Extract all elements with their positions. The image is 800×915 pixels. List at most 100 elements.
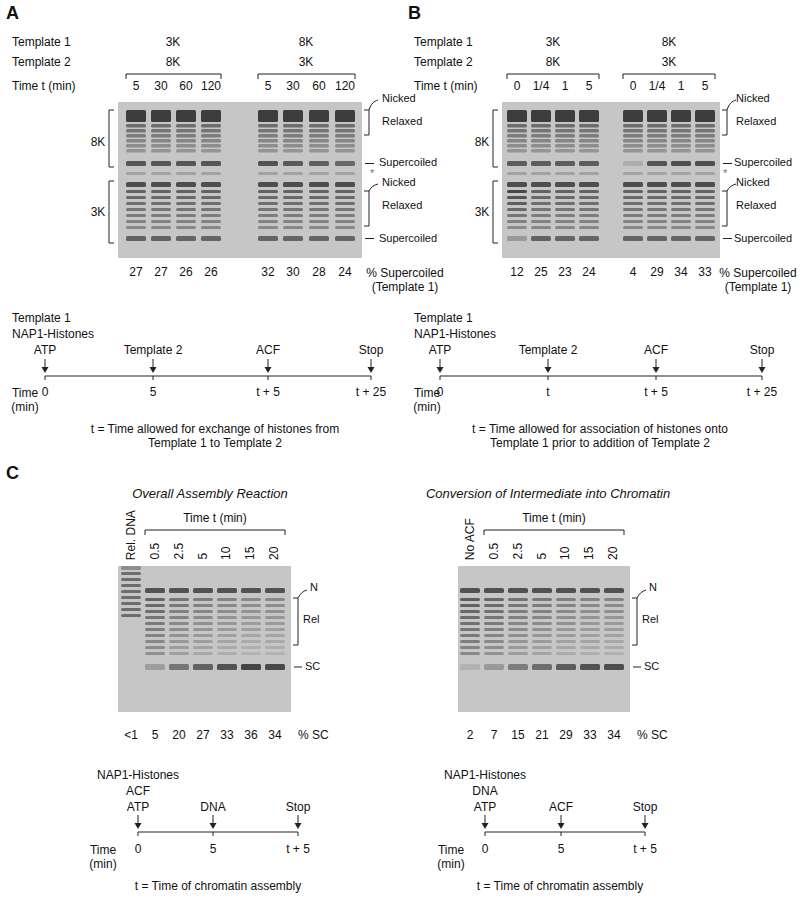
percent-value: 21 <box>535 728 548 742</box>
gel-band <box>604 622 624 625</box>
timeline-note: t = Time allowed for association of hist… <box>466 422 734 451</box>
gel-band <box>258 124 278 128</box>
gel-band <box>309 129 329 133</box>
gel-band <box>217 588 237 593</box>
gel-band <box>507 202 527 205</box>
lane-time: 2.5 <box>172 543 186 560</box>
gel-band <box>151 196 171 199</box>
gel-band <box>460 640 480 643</box>
gel-band <box>671 190 691 193</box>
band-hook <box>298 590 307 598</box>
gel-band <box>335 202 355 205</box>
gel-band <box>258 182 278 187</box>
gel-band <box>201 129 221 133</box>
gel-band <box>604 628 624 631</box>
lane-time: 5 <box>265 79 272 93</box>
gel-band <box>151 134 171 138</box>
gel-band <box>335 144 355 148</box>
gel-band <box>265 652 285 655</box>
band-label: N <box>649 581 657 594</box>
gel-band <box>126 208 146 211</box>
gel-band <box>695 202 715 205</box>
gel-band <box>265 646 285 649</box>
group-bracket <box>507 74 599 79</box>
gel-band <box>508 598 528 601</box>
axis-tick-label: t + 25 <box>356 385 386 399</box>
axis-tick <box>485 832 486 836</box>
row-label: Template 2 <box>414 55 473 69</box>
gel-band <box>623 110 643 122</box>
gel-band <box>217 604 237 607</box>
gel-band <box>309 214 329 217</box>
gel-band <box>695 196 715 199</box>
gel-band <box>201 236 221 241</box>
percent-caption: % SC <box>298 728 329 742</box>
gel-band <box>647 124 667 128</box>
gel-band <box>145 622 165 625</box>
gel-band <box>145 588 165 593</box>
gel-band <box>623 124 643 128</box>
band-hook <box>369 100 378 110</box>
gel-band <box>508 640 528 643</box>
gel-band <box>579 190 599 193</box>
gel-band <box>121 614 141 617</box>
gel-band <box>241 640 261 643</box>
timeline-label: ATP <box>127 800 149 814</box>
gel-band <box>176 236 196 241</box>
gel-band <box>176 110 196 122</box>
gel-band <box>309 161 329 166</box>
timeline-label: NAP1-Histones <box>414 327 496 341</box>
gel-band <box>335 139 355 143</box>
gel-band <box>241 628 261 631</box>
gel-band <box>507 110 527 122</box>
band-label: Nicked <box>736 92 770 105</box>
band-bracket <box>722 110 727 135</box>
timeline-arrowhead <box>653 367 660 373</box>
gel-band <box>531 139 551 143</box>
gel-band <box>176 124 196 128</box>
gel-band <box>671 236 691 241</box>
gel-band <box>217 616 237 619</box>
gel-band <box>193 640 213 643</box>
lane-time: 5 <box>586 79 593 93</box>
percent-value: 4 <box>630 265 637 279</box>
gel-band <box>335 182 355 187</box>
gel-band <box>309 172 329 175</box>
gel-band <box>532 610 552 613</box>
axis-tick <box>371 376 372 380</box>
gel-band <box>580 628 600 631</box>
gel-band <box>201 144 221 148</box>
gel-band <box>555 214 575 217</box>
gel-band <box>484 616 504 619</box>
lane-time: 60 <box>179 79 192 93</box>
timeline-arrowhead <box>545 367 552 373</box>
gel-band <box>176 226 196 229</box>
gel-band <box>531 182 551 187</box>
gel-band <box>241 588 261 593</box>
gel-band <box>335 129 355 133</box>
gel-band <box>169 664 189 670</box>
timeline-label: ACF <box>256 343 280 357</box>
gel-band <box>151 144 171 148</box>
gel-band <box>531 214 551 217</box>
gel-band <box>695 236 715 241</box>
gel-band <box>671 182 691 187</box>
gel-band <box>309 208 329 211</box>
gel-band <box>507 236 527 241</box>
band-dash <box>365 238 374 239</box>
gel-band <box>604 646 624 649</box>
gel-band <box>531 220 551 223</box>
gel-band <box>484 652 504 655</box>
gel-image <box>458 566 630 712</box>
band-label: SC <box>644 660 659 673</box>
gel-band <box>169 652 189 655</box>
band-marker: * <box>723 167 727 180</box>
gel-band <box>647 161 667 166</box>
axis-tick <box>213 832 214 836</box>
gel-band <box>484 640 504 643</box>
gel-band <box>201 226 221 229</box>
lane-time: 1/4 <box>649 79 666 93</box>
gel-band <box>532 664 552 670</box>
gel-band <box>145 634 165 637</box>
